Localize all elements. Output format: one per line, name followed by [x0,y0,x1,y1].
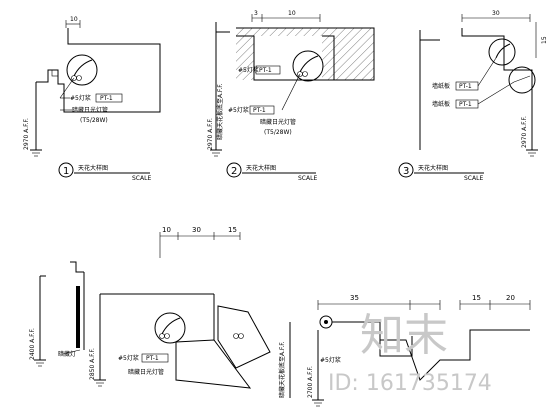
d2-label-spec: (T5/28W) [264,129,292,136]
detail-1: 10 #5灯浆 PT-1 暗藏日光灯管 (T5/28W) 2970 A.F.F.… [23,16,161,182]
d1-elev: 2970 A.F.F. [23,118,30,150]
d5-dim-c: 20 [506,294,515,302]
lamp-circle [66,54,98,86]
d2-label-lightbox: 暗藏日光灯管 [260,118,296,126]
d2-elev-vert: 暗藏天花板底至A.F.F. [216,83,224,140]
d1-number: 1 [63,166,69,177]
d2-caption: 天花大样图 [246,164,276,172]
detail-4: 10 30 15 暗藏灯 2400 A.F.F. #5灯浆 PT-1 暗藏日光灯… [29,226,291,398]
d3-label-b: 墙纸板 [432,100,450,108]
d5-dim-b: 15 [472,294,481,302]
d2-number: 2 [231,166,237,177]
d4-dim-a: 10 [162,226,171,234]
detail-3: 30 15 墙纸板 PT-1 墙纸板 PT-1 2970 A.F.F. 3 天花… [398,10,548,182]
watermark: 知末 ID: 161735174 [328,310,492,396]
d1-label-code: PT-1 [100,95,113,102]
d4-dim-c: 15 [228,226,237,234]
d1-dim-top: 10 [70,16,78,23]
d5-label-lamp: #5灯浆 [320,356,341,364]
detail-5: 35 15 20 #5灯浆 2700 A.F.F. [307,294,531,407]
d3-number: 3 [403,166,409,177]
d2-label-code-a: PT-1 [259,67,272,74]
d2-label-lamp-b: #5灯浆 [228,106,249,114]
d2-dim-a: 3 [254,10,258,17]
d2-label-lamp-a: #5灯浆 [238,66,259,74]
d5-elev: 2700 A.F.F. [307,366,314,398]
d4-label-lamp: #5灯浆 [118,354,139,362]
d1-scale: SCALE [132,175,151,182]
d1-label-lamp: #5灯浆 [70,94,91,102]
d3-code-b: PT-1 [459,101,472,108]
d1-label-spec: (T5/28W) [80,117,108,124]
d4-elev-left: 2400 A.F.F. [29,328,36,360]
d4-elev-vert: 暗藏天花板底至A.F.F. [278,341,286,398]
d1-caption: 天花大样图 [78,164,108,172]
d3-code-a: PT-1 [459,83,472,90]
d4-elev-center: 2850 A.F.F. [89,348,96,380]
d2-dim-b: 10 [288,10,296,17]
d2-label-code-b: PT-1 [253,107,266,114]
d4-dim-b: 30 [192,226,201,234]
d4-label-lightbox: 暗藏日光灯管 [128,368,164,376]
d3-elev: 2970 A.F.F. [521,116,528,148]
d3-scale: SCALE [464,175,483,182]
d5-dim-a: 35 [350,294,359,302]
d1-label-lightbox: 暗藏日光灯管 [72,106,108,114]
d4-label-code: PT-1 [146,355,159,362]
d3-dim-side: 15 [541,36,548,44]
detail-2: 3 10 #5灯浆 PT-1 #5灯浆 PT-1 暗藏日光灯管 (T5/28W)… [207,10,375,182]
d1-number-circle [58,162,74,178]
d3-caption: 天花大样图 [418,164,448,172]
watermark-logo: 知末 [360,310,448,361]
d2-elev: 2970 A.F.F. [207,118,214,150]
d3-label-a: 墙纸板 [432,82,450,90]
d2-scale: SCALE [298,175,317,182]
d3-dim-top: 30 [492,10,500,17]
d4-label-left: 暗藏灯 [58,350,76,358]
watermark-id: ID: 161735174 [328,371,492,396]
